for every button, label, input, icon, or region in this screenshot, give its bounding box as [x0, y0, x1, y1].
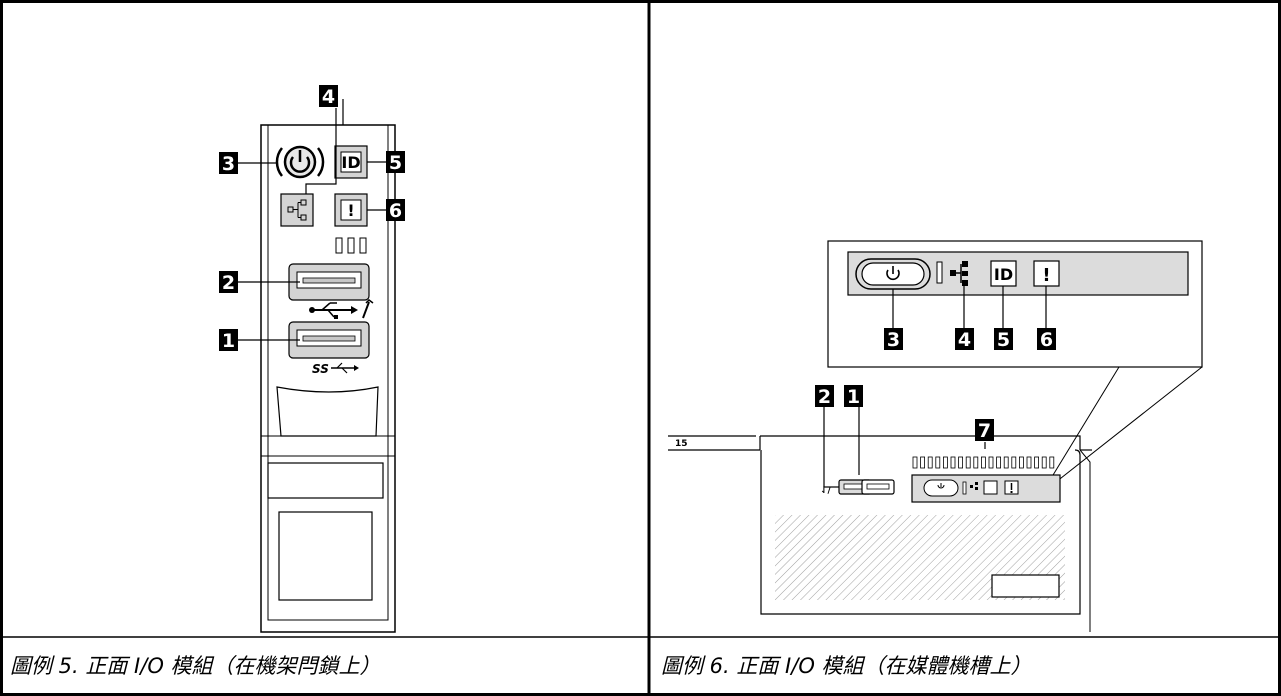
usb-wrench-icon	[309, 299, 374, 319]
vent-slot	[1041, 456, 1047, 469]
vent-slot	[958, 456, 963, 469]
network-activity-icon	[280, 193, 314, 227]
left-id-text: ID	[341, 153, 360, 172]
right-callout-2: 2	[818, 386, 831, 408]
left-figure-caption: 圖例 5. 正面 I/O 模組（在機架閂鎖上）	[10, 654, 381, 678]
usb3-logo-text: SS	[312, 362, 329, 376]
right-callout-5: 5	[997, 329, 1010, 351]
left-callout-3: 3	[222, 153, 235, 175]
left-callout-6: 6	[389, 200, 402, 222]
id-button-icon: ID	[334, 145, 368, 179]
power-button-icon	[275, 145, 325, 179]
led-indicators	[335, 237, 367, 254]
chassis-usb2-icon: ⇃/	[820, 486, 832, 496]
right-callout-6: 6	[1040, 329, 1053, 351]
right-callout-1: 1	[847, 386, 860, 408]
vent-slot	[1026, 456, 1032, 469]
right-figure-caption: 圖例 6. 正面 I/O 模組（在媒體機槽上）	[661, 654, 1032, 678]
usb2-management-port	[288, 263, 370, 301]
inset-power-button-icon	[855, 258, 931, 290]
left-callout-4: 4	[322, 86, 335, 108]
left-callout-2: 2	[222, 272, 235, 294]
system-error-icon: !	[334, 193, 368, 227]
left-callout-5: 5	[389, 152, 402, 174]
usb3-superspeed-icon: SS	[312, 362, 359, 376]
chassis-io-panel	[911, 474, 1061, 503]
inset-id-icon: ID	[990, 260, 1017, 287]
vent-slot	[965, 456, 971, 469]
right-id-text: ID	[994, 265, 1013, 284]
vent-slot	[996, 456, 1001, 469]
vent-slot	[1049, 456, 1055, 469]
left-alert-text: !	[347, 201, 354, 220]
right-callout-3: 3	[887, 329, 900, 351]
vent-slot	[935, 456, 941, 469]
inset-alert-icon: !	[1033, 260, 1060, 287]
vent-slots	[912, 456, 1055, 469]
vent-slot	[920, 456, 925, 469]
vent-slot	[1034, 456, 1039, 469]
vent-slot	[1003, 456, 1009, 469]
vent-slot	[1011, 456, 1017, 469]
usb3-port	[288, 321, 370, 359]
right-callout-7: 7	[978, 420, 991, 442]
vent-slot	[927, 456, 933, 469]
vent-slot	[981, 456, 986, 469]
chassis-usb3-port	[861, 479, 895, 495]
inset-network-icon	[950, 261, 968, 286]
bay-number: 15	[675, 439, 688, 449]
left-callout-1: 1	[222, 330, 235, 352]
vent-slot	[950, 456, 956, 469]
right-callout-4: 4	[958, 329, 971, 351]
left-io-module-diagram: ID !	[219, 85, 405, 633]
vent-slot	[943, 456, 948, 469]
vent-slot	[973, 456, 979, 469]
right-io-module-diagram: ID ! 3 4 5 6 15	[668, 240, 1203, 632]
vent-slot	[1019, 456, 1024, 469]
right-alert-text: !	[1042, 265, 1050, 286]
vent-slot	[988, 456, 994, 469]
vent-slot	[912, 456, 918, 469]
